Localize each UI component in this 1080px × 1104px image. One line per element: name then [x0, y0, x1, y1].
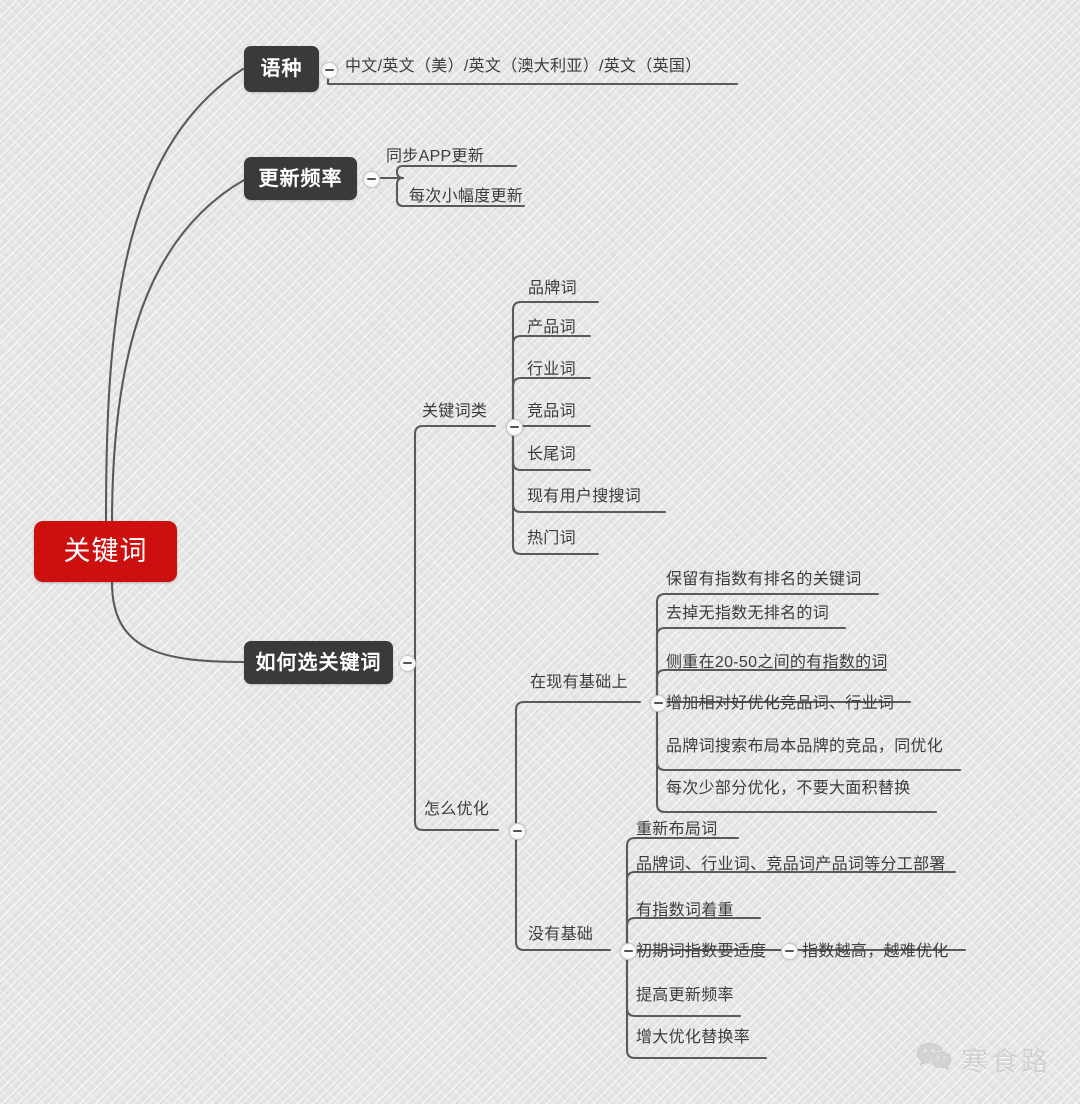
node-on-existing-basis-label: 在现有基础上	[530, 674, 628, 691]
leaf-increase-update-frequency-label: 提高更新频率	[636, 987, 734, 1004]
leaf-brand-industry-competitor-split[interactable]: 品牌词、行业词、竞品词产品词等分工部署	[636, 855, 946, 875]
branch-node-how-to-choose[interactable]: 如何选关键词	[244, 641, 393, 684]
leaf-focus-index-20-50-label: 侧重在20-50之间的有指数的词	[666, 654, 888, 671]
leaf-product-word[interactable]: 产品词	[527, 318, 576, 338]
collapse-toggle-on-existing-basis[interactable]	[650, 695, 667, 712]
node-keyword-types-label: 关键词类	[422, 403, 488, 420]
leaf-hot-word-label: 热门词	[527, 530, 576, 547]
branch-node-language[interactable]: 语种	[244, 46, 319, 92]
leaf-product-word-label: 产品词	[527, 319, 576, 336]
leaf-existing-user-search-word[interactable]: 现有用户搜搜词	[527, 487, 641, 507]
node-no-basis[interactable]: 没有基础	[528, 925, 593, 945]
watermark: 寒食路	[916, 1040, 1051, 1079]
leaf-brand-search-layout-label: 品牌词搜索布局本品牌的竞品，同优化	[666, 738, 944, 755]
leaf-add-easy-competitor-industry[interactable]: 增加相对好优化竞品词、行业词	[666, 694, 894, 714]
collapse-toggle-how-to-optimize[interactable]	[509, 823, 526, 840]
node-no-basis-label: 没有基础	[528, 926, 594, 943]
leaf-longtail-word-label: 长尾词	[527, 446, 576, 463]
leaf-keep-indexed-ranked[interactable]: 保留有指数有排名的关键词	[666, 570, 862, 590]
leaf-brand-industry-competitor-split-label: 品牌词、行业词、竞品词产品词等分工部署	[636, 856, 946, 873]
node-keyword-types[interactable]: 关键词类	[422, 402, 487, 422]
leaf-add-easy-competitor-industry-label: 增加相对好优化竞品词、行业词	[666, 695, 895, 712]
leaf-sync-app-update-label: 同步APP更新	[386, 148, 485, 165]
leaf-emphasize-indexed-label: 有指数词着重	[636, 902, 734, 919]
leaf-focus-index-20-50[interactable]: 侧重在20-50之间的有指数的词	[666, 653, 888, 673]
node-on-existing-basis[interactable]: 在现有基础上	[530, 673, 628, 693]
leaf-brand-word[interactable]: 品牌词	[528, 279, 577, 299]
leaf-relayout-words-label: 重新布局词	[636, 821, 718, 838]
leaf-language-values[interactable]: 中文/英文（美）/英文（澳大利亚）/英文（英国）	[345, 57, 702, 77]
leaf-increase-update-frequency[interactable]: 提高更新频率	[636, 986, 734, 1006]
collapse-toggle-how-to-choose[interactable]	[399, 655, 416, 672]
leaf-hot-word[interactable]: 热门词	[527, 529, 576, 549]
leaf-early-index-moderate[interactable]: 初期词指数要适度	[636, 942, 766, 962]
leaf-small-update[interactable]: 每次小幅度更新	[409, 187, 523, 207]
leaf-partial-optimize-label: 每次少部分优化，不要大面积替换	[666, 780, 911, 797]
collapse-toggle-no-basis[interactable]	[620, 943, 637, 960]
leaf-remove-unindexed[interactable]: 去掉无指数无排名的词	[666, 604, 829, 624]
leaf-higher-index-harder-label: 指数越高，越难优化	[802, 943, 949, 960]
leaf-brand-search-layout[interactable]: 品牌词搜索布局本品牌的竞品，同优化	[666, 737, 943, 757]
leaf-early-index-moderate-label: 初期词指数要适度	[636, 943, 767, 960]
leaf-emphasize-indexed[interactable]: 有指数词着重	[636, 901, 734, 921]
node-how-to-optimize-label: 怎么优化	[424, 801, 490, 818]
branch-node-update-frequency-label: 更新频率	[258, 167, 343, 190]
leaf-competitor-word[interactable]: 竞品词	[527, 402, 576, 422]
branch-node-how-to-choose-label: 如何选关键词	[255, 651, 382, 674]
branch-node-update-frequency[interactable]: 更新频率	[244, 157, 357, 200]
leaf-brand-word-label: 品牌词	[528, 280, 577, 297]
node-how-to-optimize[interactable]: 怎么优化	[424, 800, 489, 820]
collapse-toggle-update-frequency[interactable]	[363, 171, 380, 188]
leaf-higher-index-harder[interactable]: 指数越高，越难优化	[802, 942, 949, 962]
leaf-small-update-label: 每次小幅度更新	[409, 188, 524, 205]
leaf-industry-word-label: 行业词	[527, 361, 576, 378]
watermark-text: 寒食路	[961, 1047, 1051, 1077]
root-node-label: 关键词	[63, 536, 148, 566]
leaf-language-values-label: 中文/英文（美）/英文（澳大利亚）/英文（英国）	[345, 58, 702, 75]
branch-node-language-label: 语种	[260, 58, 303, 80]
wechat-icon	[916, 1042, 952, 1077]
root-node[interactable]: 关键词	[34, 521, 177, 582]
leaf-sync-app-update[interactable]: 同步APP更新	[386, 147, 484, 167]
leaf-increase-replacement-rate-label: 增大优化替换率	[636, 1029, 751, 1046]
collapse-toggle-language[interactable]	[321, 62, 338, 79]
leaf-relayout-words[interactable]: 重新布局词	[636, 820, 718, 840]
leaf-partial-optimize[interactable]: 每次少部分优化，不要大面积替换	[666, 779, 911, 799]
collapse-toggle-keyword-types[interactable]	[506, 419, 523, 436]
leaf-competitor-word-label: 竞品词	[527, 403, 576, 420]
leaf-industry-word[interactable]: 行业词	[527, 360, 576, 380]
leaf-increase-replacement-rate[interactable]: 增大优化替换率	[636, 1028, 750, 1048]
collapse-toggle-early-index-moderate[interactable]	[781, 943, 798, 960]
leaf-longtail-word[interactable]: 长尾词	[527, 445, 576, 465]
leaf-keep-indexed-ranked-label: 保留有指数有排名的关键词	[666, 571, 862, 588]
leaf-remove-unindexed-label: 去掉无指数无排名的词	[666, 605, 830, 622]
leaf-existing-user-search-word-label: 现有用户搜搜词	[527, 488, 642, 505]
